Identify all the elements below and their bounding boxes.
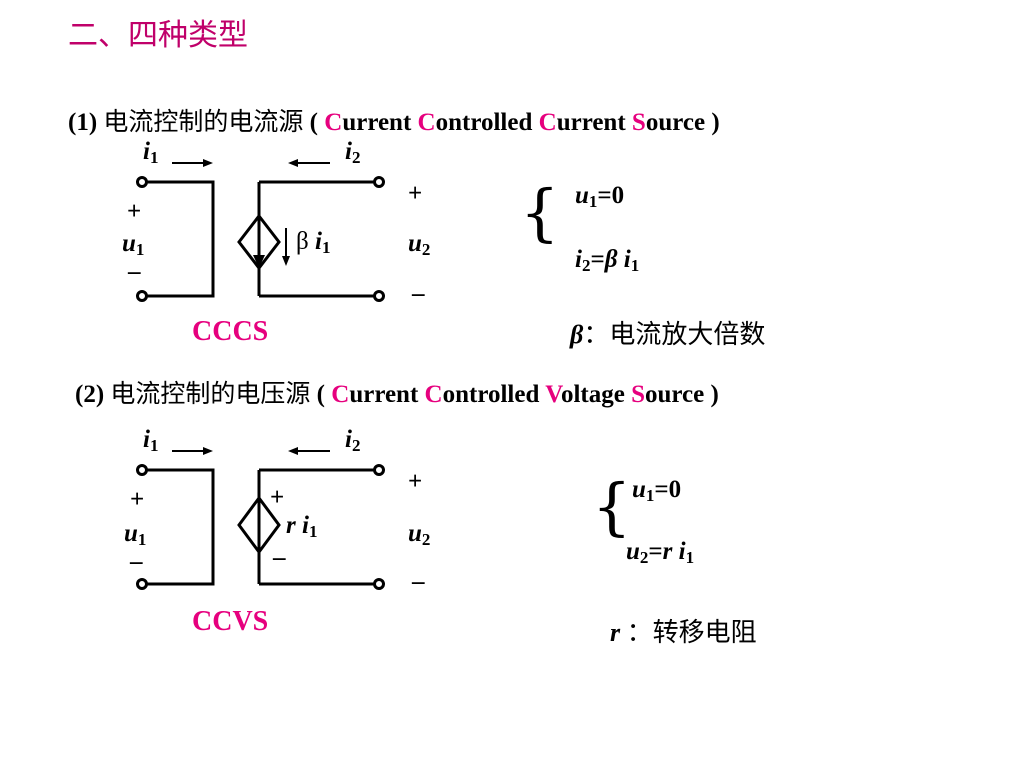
word-rest: ontrolled	[442, 381, 540, 408]
paren-close: )	[710, 381, 719, 408]
cccs-label: CCCS	[192, 316, 269, 347]
section-1-heading: (1) 电流控制的电流源 ( Current Controlled Curren…	[68, 102, 720, 138]
equation-brace: {	[520, 176, 560, 249]
label-u1: u1	[124, 520, 147, 549]
i1-arrow-head	[203, 447, 213, 455]
word-rest: ontrolled	[435, 109, 533, 136]
word-rest: urrent	[342, 109, 412, 136]
terminal-node	[136, 578, 148, 590]
section-number: (2)	[75, 381, 105, 408]
input-port-wire	[147, 180, 215, 298]
word-rest: urrent	[349, 381, 419, 408]
eq-u2-r-i1: u2=r i1	[626, 538, 695, 567]
label-i1: i1	[143, 138, 159, 167]
section-title-cn: 电流控制的电流源	[103, 107, 304, 136]
ccvs-note: r ：转移电阻	[610, 618, 757, 648]
equation-brace: {	[592, 470, 632, 543]
section-title-cn: 电流控制的电压源	[110, 379, 311, 408]
source-label-r-i1: r i1	[286, 512, 318, 541]
paren-close: )	[711, 109, 720, 136]
label-i2: i2	[345, 426, 361, 455]
word-rest: ource	[644, 381, 705, 408]
word-rest: ource	[645, 109, 706, 136]
ccvs-circuit	[136, 447, 385, 590]
highlight-letter: S	[631, 381, 645, 408]
label-u1: u1	[122, 230, 145, 259]
label-u2: u2	[408, 520, 431, 549]
output-plus: +	[408, 468, 423, 495]
label-u2: u2	[408, 230, 431, 259]
source-arrow-head	[253, 255, 265, 268]
page-title: 二、四种类型	[68, 18, 248, 53]
i2-arrow-head	[288, 159, 298, 167]
cccs-note: β：电流放大倍数	[570, 320, 766, 350]
source-label-beta-i1: β i1	[296, 228, 331, 257]
beta-i1-arrow-head	[282, 256, 290, 266]
terminal-node	[136, 290, 148, 302]
input-plus: +	[130, 486, 145, 513]
terminal-node	[373, 290, 385, 302]
terminal-node	[373, 176, 385, 188]
eq-u1-zero: u1=0	[575, 182, 625, 211]
input-minus: –	[128, 258, 141, 285]
output-minus: –	[412, 280, 425, 307]
source-minus: –	[273, 544, 286, 571]
section-number: (1)	[68, 109, 98, 136]
highlight-letter: V	[545, 381, 561, 408]
input-minus: –	[130, 548, 143, 575]
i2-arrow-head	[288, 447, 298, 455]
highlight-letter: C	[331, 381, 350, 408]
label-i2: i2	[345, 138, 361, 167]
word-rest: oltage	[560, 381, 625, 408]
cccs-circuit	[136, 159, 385, 302]
word-rest: urrent	[556, 109, 626, 136]
output-minus: –	[412, 568, 425, 595]
terminal-node	[136, 464, 148, 476]
highlight-letter: C	[417, 109, 436, 136]
terminal-node	[373, 464, 385, 476]
input-plus: +	[127, 198, 142, 225]
eq-u1-zero: u1=0	[632, 476, 682, 505]
source-plus: +	[270, 484, 285, 511]
terminal-node	[136, 176, 148, 188]
highlight-letter: C	[538, 109, 557, 136]
output-plus: +	[408, 180, 423, 207]
highlight-letter: C	[424, 381, 443, 408]
highlight-letter: S	[631, 109, 646, 136]
label-i1: i1	[143, 426, 159, 455]
input-port-wire	[147, 468, 215, 586]
highlight-letter: C	[324, 109, 343, 136]
eq-i2-beta-i1: i2=β i1	[575, 246, 640, 275]
paren-open: (	[309, 109, 318, 136]
paren-open: (	[316, 381, 325, 408]
i1-arrow-head	[203, 159, 213, 167]
ccvs-label: CCVS	[192, 606, 269, 637]
terminal-node	[373, 578, 385, 590]
section-2-heading: (2) 电流控制的电压源 ( Current Controlled Voltag…	[75, 374, 719, 410]
